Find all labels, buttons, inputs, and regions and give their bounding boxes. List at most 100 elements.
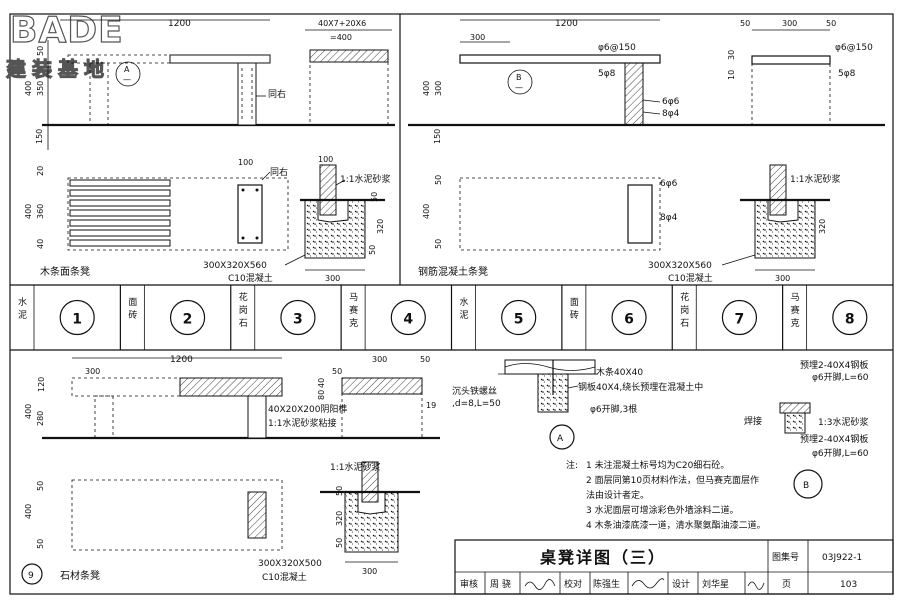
table-cell-label: 石 bbox=[680, 319, 689, 329]
svg-text:300X320X560: 300X320X560 bbox=[203, 261, 267, 271]
svg-text:1:3水泥砂浆: 1:3水泥砂浆 bbox=[818, 416, 869, 428]
detail-9-circle bbox=[21, 563, 43, 585]
table-cell-number: 4 bbox=[403, 312, 413, 328]
caption-wood-bench: 木条面条凳 bbox=[40, 265, 90, 278]
footing-section-left: 100 1:1水泥砂浆 50 320 50 300 300X320X560 C1… bbox=[203, 155, 391, 284]
svg-text:50: 50 bbox=[335, 486, 344, 496]
table-cell-label: 赛 bbox=[349, 304, 358, 316]
caption-rc-bench: 钢筋混凝土条凳 bbox=[418, 265, 488, 278]
svg-text:400: 400 bbox=[24, 504, 33, 519]
svg-text:6φ6: 6φ6 bbox=[662, 97, 680, 107]
svg-text:2 面层同第10页材料作法，但马赛克面层作: 2 面层同第10页材料作法，但马赛克面层作 bbox=[586, 474, 759, 486]
svg-text:300: 300 bbox=[372, 355, 387, 364]
svg-text:5φ8: 5φ8 bbox=[838, 69, 856, 79]
rc-bench-panel: 1200 300 B — φ6@150 5φ8 6φ6 8φ4 400 300 … bbox=[408, 19, 885, 284]
svg-text:10: 10 bbox=[727, 70, 736, 80]
svg-text:1:1水泥砂浆粘接: 1:1水泥砂浆粘接 bbox=[268, 417, 337, 429]
table-cell-circle bbox=[501, 299, 537, 336]
svg-text:设计: 设计 bbox=[672, 578, 690, 590]
reviewer-signature bbox=[524, 579, 556, 590]
plan-leg bbox=[237, 184, 263, 244]
svg-text:19: 19 bbox=[426, 401, 436, 410]
notes: 注: 1 未注混凝土标号均为C20细石砼。 2 面层同第10页材料作法，但马赛克… bbox=[566, 459, 766, 531]
table-cell-circle bbox=[721, 299, 758, 336]
table-cell-label: 砖 bbox=[570, 309, 579, 321]
callout-a bbox=[115, 61, 141, 87]
table-cell-number: 8 bbox=[845, 312, 855, 328]
svg-text:木条40X40: 木条40X40 bbox=[596, 366, 643, 378]
svg-text:=400: =400 bbox=[330, 33, 352, 42]
svg-text:50: 50 bbox=[420, 355, 430, 364]
rc-bench-top bbox=[459, 54, 661, 64]
svg-text:400: 400 bbox=[24, 81, 33, 96]
sheet-border bbox=[9, 13, 894, 595]
svg-text:40: 40 bbox=[317, 378, 326, 388]
rc-leg bbox=[624, 62, 644, 126]
svg-text:40: 40 bbox=[36, 239, 45, 249]
svg-text:50: 50 bbox=[335, 538, 344, 548]
svg-text:400: 400 bbox=[24, 404, 33, 419]
svg-text:φ6开脚,L=60: φ6开脚,L=60 bbox=[812, 372, 869, 383]
table-cell-label: 水 bbox=[18, 296, 27, 308]
svg-text:φ6开脚,L=60: φ6开脚,L=60 bbox=[812, 448, 869, 459]
table-cell-label: 花 bbox=[239, 291, 248, 303]
table-cell-number: 2 bbox=[183, 312, 193, 328]
svg-text:300: 300 bbox=[470, 33, 485, 42]
svg-text:400: 400 bbox=[422, 204, 431, 219]
svg-text:预埋2-40X4钢板: 预埋2-40X4钢板 bbox=[800, 359, 868, 371]
wood-bench-panel: 1200 A — 同右 50 350 400 150 40X7+20X6 =40… bbox=[24, 19, 395, 284]
svg-text:校对: 校对 bbox=[564, 578, 582, 590]
svg-text:100: 100 bbox=[238, 158, 253, 167]
svg-text:A: A bbox=[124, 65, 130, 74]
svg-text:1 未注混凝土标号均为C20细石砼。: 1 未注混凝土标号均为C20细石砼。 bbox=[586, 459, 729, 471]
svg-text:350: 350 bbox=[36, 81, 45, 96]
svg-text:50: 50 bbox=[434, 175, 443, 185]
svg-text:300: 300 bbox=[434, 81, 443, 96]
table-cell-label: 石 bbox=[239, 319, 248, 329]
svg-text:A: A bbox=[557, 434, 564, 444]
svg-text:360: 360 bbox=[36, 204, 45, 219]
svg-text:320: 320 bbox=[335, 511, 344, 526]
table-cell-number: 7 bbox=[734, 312, 744, 328]
svg-text:4 木条油漆底漆一道，清水聚氨酯油漆二道。: 4 木条油漆底漆一道，清水聚氨酯油漆二道。 bbox=[586, 519, 766, 531]
svg-text:同右: 同右 bbox=[270, 166, 288, 178]
stone-bench-panel: 1200 300 120 400 280 50 300 50 40 80 19 … bbox=[21, 355, 440, 585]
svg-text:B: B bbox=[516, 73, 522, 82]
svg-text:刘华星: 刘华星 bbox=[702, 578, 729, 590]
table-cell-label: 泥 bbox=[18, 310, 27, 321]
designer-signature bbox=[747, 581, 765, 590]
svg-text:φ6@150: φ6@150 bbox=[598, 43, 636, 53]
svg-text:石材条凳: 石材条凳 bbox=[60, 569, 100, 582]
svg-text:周 骁: 周 骁 bbox=[490, 578, 511, 590]
svg-text:150: 150 bbox=[433, 129, 442, 144]
svg-text:50: 50 bbox=[434, 239, 443, 249]
svg-text:20: 20 bbox=[36, 166, 45, 176]
svg-text:103: 103 bbox=[840, 580, 857, 590]
checker-signature bbox=[631, 578, 665, 589]
svg-text:50: 50 bbox=[36, 539, 45, 549]
svg-text:φ6@150: φ6@150 bbox=[835, 43, 873, 53]
svg-text:沉头铁螺丝: 沉头铁螺丝 bbox=[452, 385, 497, 397]
table-cell-label: 面 bbox=[128, 297, 137, 308]
svg-text:400: 400 bbox=[422, 81, 431, 96]
table-cell-circle bbox=[280, 299, 316, 336]
svg-text:50: 50 bbox=[368, 245, 377, 255]
svg-text:焊接: 焊接 bbox=[744, 415, 762, 427]
svg-text:6φ6: 6φ6 bbox=[660, 179, 678, 189]
table-cell-label: 岗 bbox=[680, 305, 689, 316]
table-cell-label: 岗 bbox=[239, 305, 248, 316]
table-cell-label: 泥 bbox=[460, 310, 469, 321]
svg-text:8φ4: 8φ4 bbox=[660, 213, 678, 223]
svg-text:3 水泥面层可增涂彩色外墙涂料二道。: 3 水泥面层可增涂彩色外墙涂料二道。 bbox=[586, 504, 739, 516]
table-cell-circle bbox=[611, 299, 647, 336]
svg-text:钢板40X4,绕长预埋在混凝土中: 钢板40X4,绕长预埋在混凝土中 bbox=[578, 381, 703, 393]
svg-text:300X320X500: 300X320X500 bbox=[258, 559, 322, 569]
svg-text:9: 9 bbox=[28, 571, 34, 581]
svg-text:C10混凝土: C10混凝土 bbox=[228, 272, 273, 284]
svg-text:03J922-1: 03J922-1 bbox=[822, 553, 862, 563]
svg-text:320: 320 bbox=[376, 219, 385, 234]
logo-sub: 建装基地 bbox=[6, 57, 110, 81]
table-cell-label: 马 bbox=[349, 292, 358, 303]
